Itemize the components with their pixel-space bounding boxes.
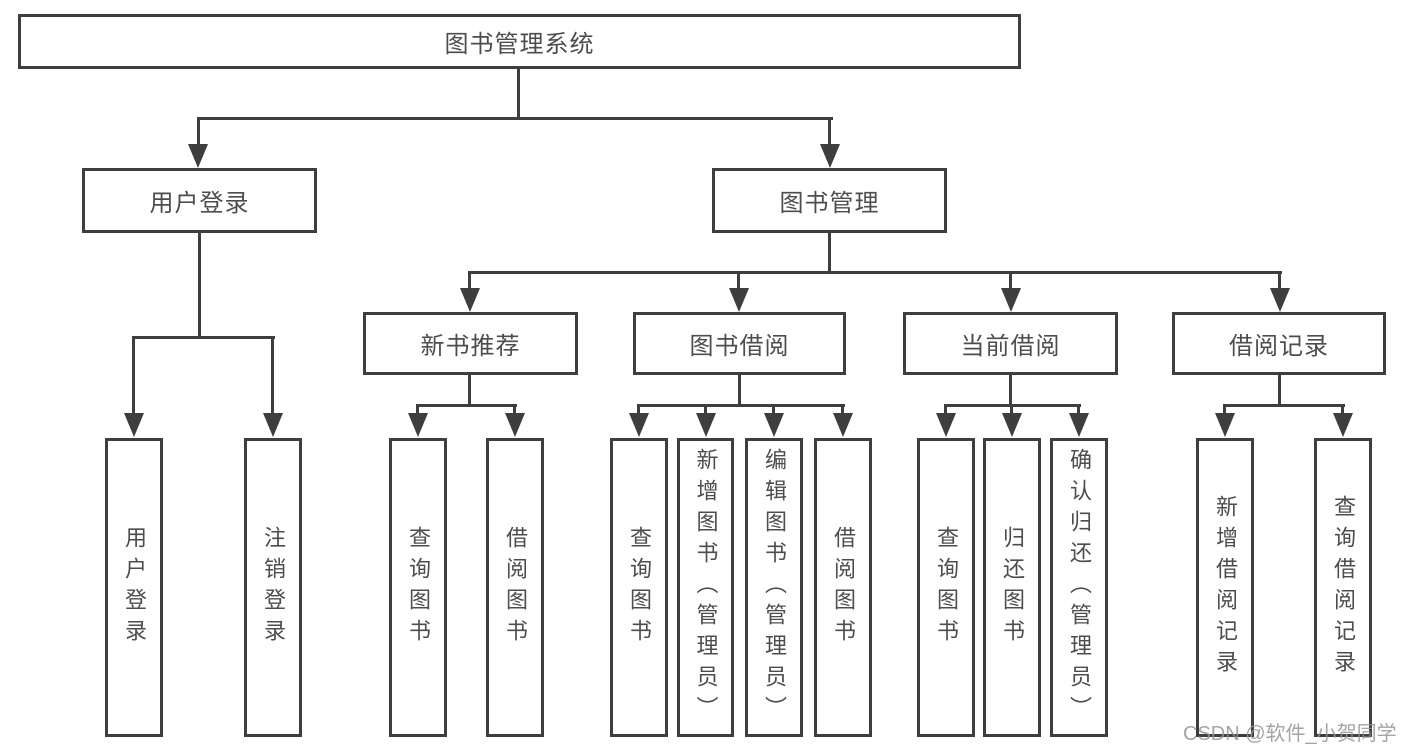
connector-to-leaf-logout (271, 336, 274, 415)
arrow-down-icon (1333, 413, 1353, 437)
node-book-borrowing-label: 图书借阅 (689, 333, 790, 360)
connector-book-borrowing-stem (738, 373, 741, 407)
connector-leaf-stub (513, 404, 516, 415)
node-borrow-records-label: 借阅记录 (1229, 333, 1329, 360)
node-user-login: 用户登录 (82, 168, 317, 233)
node-root: 图书管理系统 (18, 14, 1021, 69)
csdn-watermark: CSDN @软件_小贺同学 (1183, 723, 1397, 745)
leaf-confirm-return-admin-label: 确认归还（管理员） (1067, 448, 1092, 727)
arrow-down-icon (936, 413, 956, 437)
connector-level2-bus (197, 117, 833, 120)
connector-current-borrowing-stem (1009, 373, 1012, 407)
leaf-add-borrow-record-label: 新增借阅记录 (1213, 494, 1238, 681)
connector-to-book-management (828, 117, 831, 146)
leaf-current-query-books-label: 查询图书 (934, 525, 959, 650)
leaf-query-borrow-record: 查询借阅记录 (1314, 438, 1372, 737)
arrow-down-icon (1270, 288, 1290, 312)
leaf-return-books-label: 归还图书 (1000, 525, 1025, 650)
connector-leaf-stub (1341, 404, 1344, 415)
connector-leaf-stub (1010, 404, 1013, 415)
connector-to-current-borrowing (1009, 271, 1012, 290)
connector-new-book-recommend-stem (468, 373, 471, 407)
connector-leaf-stub (841, 404, 844, 415)
node-book-borrowing: 图书借阅 (633, 312, 846, 375)
connector-leaf-stub (637, 404, 640, 415)
connector-root-stem (517, 69, 520, 120)
connector-user-login-stem (198, 231, 201, 338)
arrow-down-icon (729, 288, 749, 312)
connector-leaf-stub (944, 404, 947, 415)
node-borrow-records: 借阅记录 (1172, 312, 1386, 375)
leaf-borrow-query-books: 查询图书 (610, 438, 668, 737)
leaf-recommend-query-books-label: 查询图书 (406, 525, 431, 650)
connector-book-borrowing-bus (637, 404, 845, 407)
leaf-user-login: 用户登录 (105, 438, 163, 737)
node-book-management: 图书管理 (712, 168, 947, 233)
arrow-down-icon (1069, 413, 1089, 437)
connector-user-login-bus (133, 336, 275, 339)
leaf-add-books-admin-label: 新增图书（管理员） (693, 448, 719, 727)
arrow-down-icon (188, 144, 208, 168)
node-current-borrowing-label: 当前借阅 (960, 333, 1061, 360)
leaf-borrow-books: 借阅图书 (814, 438, 872, 737)
node-new-book-recommend: 新书推荐 (363, 312, 578, 375)
connector-to-new-book-recommend (468, 271, 471, 290)
leaf-borrow-books-label: 借阅图书 (831, 525, 856, 650)
node-root-label: 图书管理系统 (444, 31, 595, 58)
leaf-edit-books-admin: 编辑图书（管理员） (745, 438, 803, 737)
leaf-return-books: 归还图书 (983, 438, 1041, 737)
arrow-down-icon (1001, 288, 1021, 312)
leaf-logout: 注销登录 (244, 438, 302, 737)
connector-to-user-login (197, 117, 200, 146)
leaf-edit-books-admin-label: 编辑图书（管理员） (762, 448, 787, 727)
connector-leaf-stub (416, 404, 419, 415)
connector-level3-bus (468, 271, 1282, 274)
leaf-recommend-borrow-books: 借阅图书 (486, 438, 544, 737)
leaf-query-borrow-record-label: 查询借阅记录 (1331, 494, 1356, 681)
arrow-down-icon (505, 413, 525, 437)
arrow-down-icon (629, 413, 649, 437)
connector-borrow-records-bus (1223, 404, 1345, 407)
connector-borrow-records-stem (1278, 373, 1281, 407)
arrow-down-icon (1215, 413, 1235, 437)
leaf-user-login-label: 用户登录 (122, 525, 147, 650)
connector-to-borrow-records (1278, 271, 1281, 290)
connector-to-book-borrowing (737, 271, 740, 290)
node-user-login-label: 用户登录 (149, 190, 250, 217)
leaf-add-books-admin: 新增图书（管理员） (677, 438, 734, 737)
leaf-add-borrow-record: 新增借阅记录 (1196, 438, 1254, 737)
node-book-management-label: 图书管理 (779, 190, 880, 217)
node-new-book-recommend-label: 新书推荐 (420, 333, 521, 360)
leaf-recommend-query-books: 查询图书 (389, 438, 447, 737)
arrow-down-icon (764, 413, 784, 437)
arrow-down-icon (263, 413, 283, 437)
node-current-borrowing: 当前借阅 (903, 312, 1118, 375)
arrow-down-icon (124, 413, 144, 437)
arrow-down-icon (820, 144, 840, 168)
connector-leaf-stub (704, 404, 707, 415)
arrow-down-icon (460, 288, 480, 312)
leaf-current-query-books: 查询图书 (917, 438, 975, 737)
connector-new-book-recommend-bus (416, 404, 517, 407)
arrow-down-icon (696, 413, 716, 437)
leaf-recommend-borrow-books-label: 借阅图书 (503, 525, 528, 650)
leaf-logout-label: 注销登录 (261, 525, 286, 650)
connector-to-leaf-user-login (132, 336, 135, 415)
arrow-down-icon (833, 413, 853, 437)
arrow-down-icon (408, 413, 428, 437)
leaf-borrow-query-books-label: 查询图书 (627, 525, 652, 650)
arrow-down-icon (1002, 413, 1022, 437)
leaf-confirm-return-admin: 确认归还（管理员） (1050, 438, 1108, 737)
connector-leaf-stub (1077, 404, 1080, 415)
connector-leaf-stub (772, 404, 775, 415)
connector-book-management-stem (828, 231, 831, 274)
connector-leaf-stub (1223, 404, 1226, 415)
